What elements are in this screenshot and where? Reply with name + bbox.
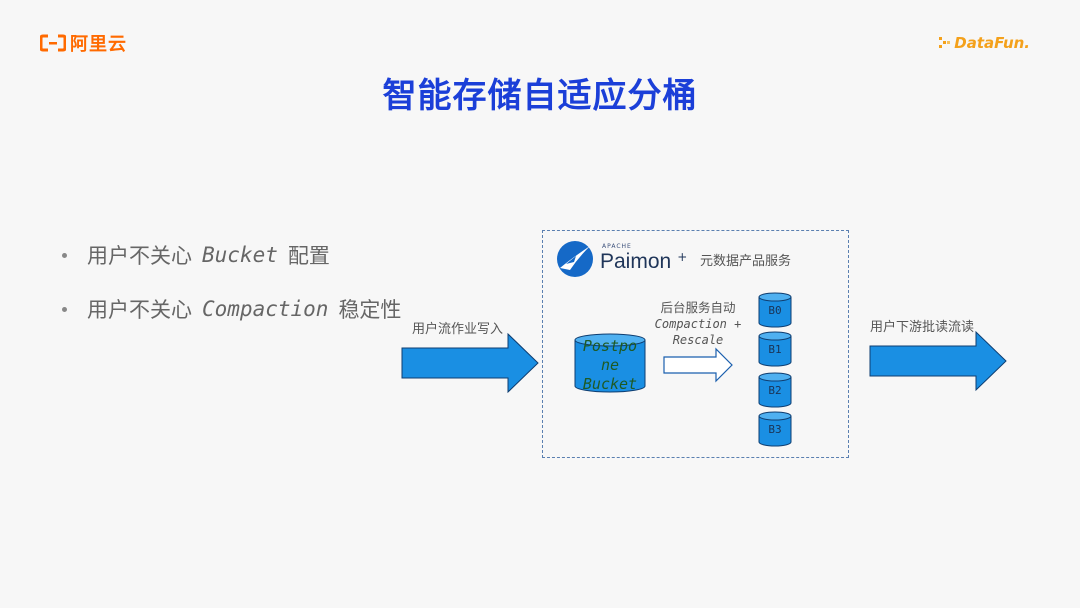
bullet-item: 用户不关心 Bucket 配置	[62, 240, 330, 270]
service-box	[542, 230, 849, 458]
page-title: 智能存储自适应分桶	[382, 76, 698, 116]
bullet-prefix: 用户不关心	[87, 298, 192, 322]
bullet-code: Compaction	[202, 297, 329, 321]
bucket-label-b3: B3	[768, 423, 782, 436]
read-arrow	[869, 330, 1007, 392]
aliyun-logo: 阿里云	[40, 32, 127, 55]
postpone-bucket-cylinder	[574, 333, 646, 393]
paimon-plus: +	[677, 250, 688, 264]
bucket-cylinder-b3	[758, 411, 792, 447]
bucket-cylinder-b1	[758, 331, 792, 367]
postpone-line: Bucket	[582, 375, 638, 393]
compaction-arrow	[663, 347, 733, 383]
bucket-cylinder-b2	[758, 372, 792, 408]
bucket-label-b2: B2	[768, 384, 782, 397]
bullet-prefix: 用户不关心	[87, 244, 192, 268]
datafun-logo: DataFun.	[939, 34, 1030, 52]
write-label: 用户流作业写入	[412, 322, 504, 337]
bucket-label-b1: B1	[768, 343, 782, 356]
postpone-line: Postpo	[582, 337, 638, 355]
paimon-name: Paimon	[600, 250, 672, 273]
bullet-item: 用户不关心 Compaction 稳定性	[62, 294, 401, 324]
paimon-logo-icon	[557, 241, 593, 277]
aliyun-logo-text: 阿里云	[70, 34, 127, 55]
bucket-label-b0: B0	[768, 304, 782, 317]
read-label: 用户下游批读流读	[870, 320, 975, 335]
postpone-bucket-label: Postpo ne Bucket	[574, 337, 646, 394]
bullet-suffix: 稳定性	[338, 298, 402, 322]
datafun-logo-text: DataFun.	[954, 34, 1030, 52]
bullet-dot	[62, 252, 67, 258]
background-service-line2: Compaction +	[654, 317, 742, 331]
background-service-line1: 后台服务自动	[660, 300, 736, 315]
metadata-service-label: 元数据产品服务	[700, 254, 792, 269]
datafun-mark-icon	[939, 37, 951, 48]
background-service-line3: Rescale	[672, 333, 724, 347]
bullet-suffix: 配置	[287, 244, 330, 268]
paimon-logo: APACHE Paimon +	[556, 240, 687, 278]
bullet-dot	[62, 306, 67, 312]
postpone-line: ne	[600, 356, 620, 374]
background-service-label: 后台服务自动 Compaction + Rescale	[648, 300, 748, 348]
aliyun-mark-icon	[40, 34, 66, 52]
write-arrow	[401, 332, 539, 394]
bullet-code: Bucket	[202, 243, 278, 267]
paimon-apache-label: APACHE	[602, 243, 632, 250]
bucket-cylinder-b0	[758, 292, 792, 328]
